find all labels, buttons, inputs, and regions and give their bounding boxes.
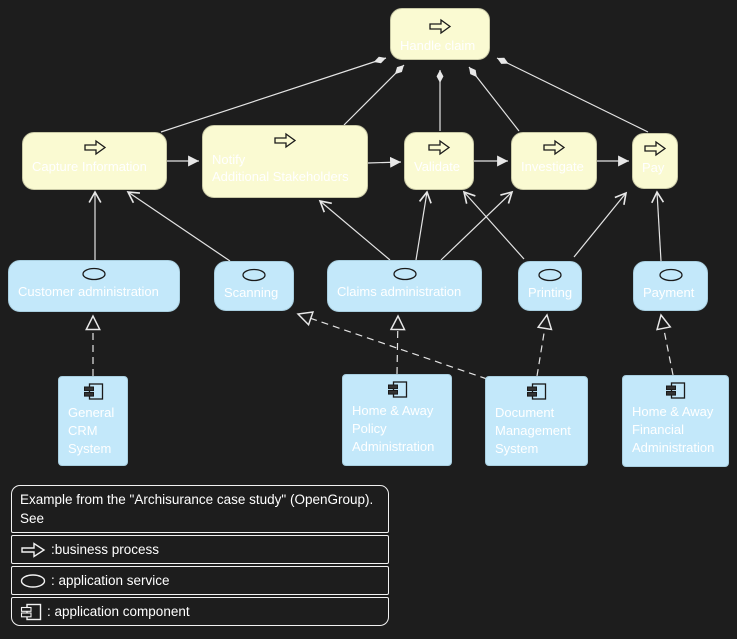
business-process-icon [429, 18, 452, 35]
connections-layer [85, 56, 674, 380]
node-document-management-system[interactable]: Document Management System [485, 376, 588, 466]
node-label: Printing [528, 285, 573, 300]
node-label: Investigate [521, 159, 584, 174]
node-label: Home & Away Financial Administration [632, 404, 715, 455]
node-payment[interactable]: Payment [633, 261, 708, 311]
application-service-icon [20, 573, 46, 588]
legend-item-label: :business process [51, 542, 160, 557]
application-service-icon [658, 268, 683, 282]
node-general-crm-system[interactable]: General CRM System [58, 376, 128, 466]
node-label: Validate [414, 159, 461, 174]
node-label: Scanning [224, 285, 279, 300]
legend: Example from the "Archisurance case stud… [11, 485, 389, 626]
node-label: Claims administration [337, 284, 462, 299]
application-component-icon [666, 382, 686, 399]
application-service-icon [392, 267, 417, 281]
node-label: Document Management System [495, 405, 571, 456]
application-service-icon [82, 267, 106, 281]
node-label: General CRM System [68, 405, 115, 456]
application-component-icon [387, 381, 407, 398]
node-customer-administration[interactable]: Customer administration [8, 260, 180, 312]
node-label: Capture Information [32, 159, 147, 174]
node-label: Customer administration [18, 284, 159, 299]
node-pay[interactable]: Pay [632, 133, 678, 189]
application-service-icon [242, 268, 266, 282]
business-process-icon [644, 140, 667, 157]
node-notify-additional-stakeholders[interactable]: Notify Additional Stakeholders [202, 125, 368, 198]
legend-item-label: : application component [47, 604, 190, 619]
legend-item-label: : application service [51, 573, 170, 588]
business-process-icon [21, 541, 46, 558]
node-label: Payment [643, 285, 695, 300]
business-process-icon [274, 132, 297, 149]
node-handle-claim[interactable]: Handle claim [390, 8, 490, 60]
legend-item-business-process: :business process [11, 535, 389, 564]
application-component-icon [20, 603, 42, 620]
realization-edges [85, 311, 674, 380]
legend-note: Example from the "Archisurance case stud… [11, 485, 389, 533]
node-label: Handle claim [400, 38, 476, 53]
node-capture-information[interactable]: Capture Information [22, 132, 167, 190]
node-validate[interactable]: Validate [404, 132, 474, 190]
node-label: Notify Additional Stakeholders [212, 152, 349, 184]
business-process-icon [543, 139, 566, 156]
flow-edges [167, 155, 629, 168]
node-label: Pay [642, 160, 665, 175]
application-service-icon [538, 268, 562, 282]
node-printing[interactable]: Printing [518, 261, 582, 311]
legend-item-application-service: : application service [11, 566, 389, 595]
application-component-icon [527, 383, 547, 400]
node-scanning[interactable]: Scanning [214, 261, 294, 311]
legend-item-application-component: : application component [11, 597, 389, 626]
business-process-icon [83, 139, 106, 156]
node-home-away-financial-administration[interactable]: Home & Away Financial Administration [622, 375, 729, 467]
business-process-icon [428, 139, 451, 156]
node-home-away-policy-administration[interactable]: Home & Away Policy Administration [342, 374, 452, 466]
node-label: Home & Away Policy Administration [352, 403, 435, 454]
node-investigate[interactable]: Investigate [511, 132, 597, 190]
application-component-icon [83, 383, 103, 400]
node-claims-administration[interactable]: Claims administration [327, 260, 482, 312]
used-by-edges [88, 190, 665, 262]
composition-edges [160, 56, 649, 133]
